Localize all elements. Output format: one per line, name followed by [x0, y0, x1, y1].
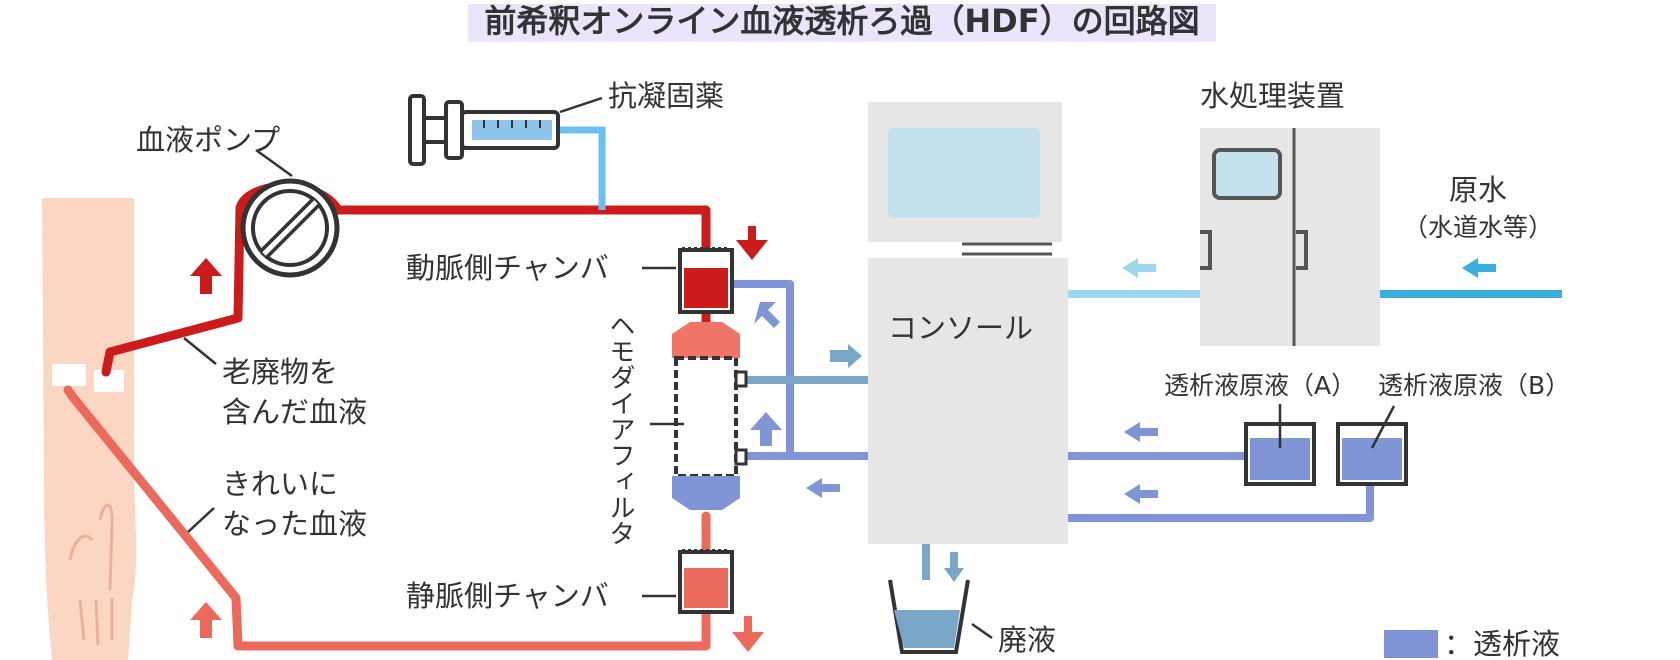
waste-blood-label-2: 含んだ血液	[222, 395, 367, 429]
raw-water-label: 原水	[1449, 173, 1507, 207]
arterial-chamber-icon	[678, 247, 734, 314]
arm-icon	[42, 198, 137, 660]
leader-line	[559, 96, 603, 114]
venous-chamber-icon	[678, 549, 734, 614]
venous-chamber-label: 静脈側チャンバ	[406, 579, 609, 613]
flow-arrow-icon	[1462, 258, 1496, 278]
venous-blood-line	[63, 385, 711, 651]
substitution-line	[728, 280, 870, 460]
concentrate-b-label: 透析液原液（B）	[1378, 371, 1570, 400]
flow-arrow-icon	[190, 602, 764, 652]
flow-arrow-icon	[830, 344, 964, 582]
arterial-chamber-label: 動脈側チャンバ	[406, 251, 609, 285]
concentrate-a-label: 透析液原液（A）	[1164, 371, 1356, 400]
anticoagulant-line	[560, 126, 606, 210]
water-treatment-icon	[1200, 128, 1380, 346]
diagram-title: 前希釈オンライン血液透析ろ過（HDF）の回路図	[484, 2, 1199, 40]
console-label: コンソール	[888, 311, 1033, 345]
legend-swatch-dialysate	[1384, 630, 1438, 658]
leader-line	[1370, 405, 1396, 449]
leader-line	[187, 507, 215, 533]
syringe-icon	[408, 94, 560, 166]
effluent-bucket-icon	[888, 579, 970, 654]
flow-arrow-icon	[750, 302, 1158, 504]
concentrate-b-line	[1068, 480, 1374, 522]
flow-arrow-icon	[190, 226, 768, 294]
concentrate-b-icon	[1336, 422, 1408, 486]
clean-blood-label-2: なった血液	[222, 507, 367, 541]
blood-pump-label: 血液ポンプ	[136, 123, 280, 157]
hemodiafilter-label: ヘモダイアフィルタ	[605, 312, 635, 546]
legend-label-dialysate: ：透析液	[1444, 627, 1560, 660]
anticoagulant-label: 抗凝固薬	[608, 79, 724, 113]
blood-pump-icon	[240, 178, 340, 278]
waste-blood-label-1: 老廃物を	[222, 355, 338, 389]
water-treatment-label: 水処理装置	[1200, 79, 1345, 113]
leader-line	[971, 622, 993, 640]
flow-arrow-icon	[1122, 258, 1156, 278]
leader-line	[255, 148, 293, 178]
raw-water-note: （水道水等）	[1403, 213, 1553, 242]
console-icon	[868, 102, 1068, 544]
leader-line	[183, 337, 217, 365]
effluent-label: 廃液	[998, 623, 1056, 657]
title-highlight	[468, 4, 1216, 42]
clean-blood-label-1: きれいに	[222, 467, 338, 501]
filter-icon	[672, 322, 748, 510]
